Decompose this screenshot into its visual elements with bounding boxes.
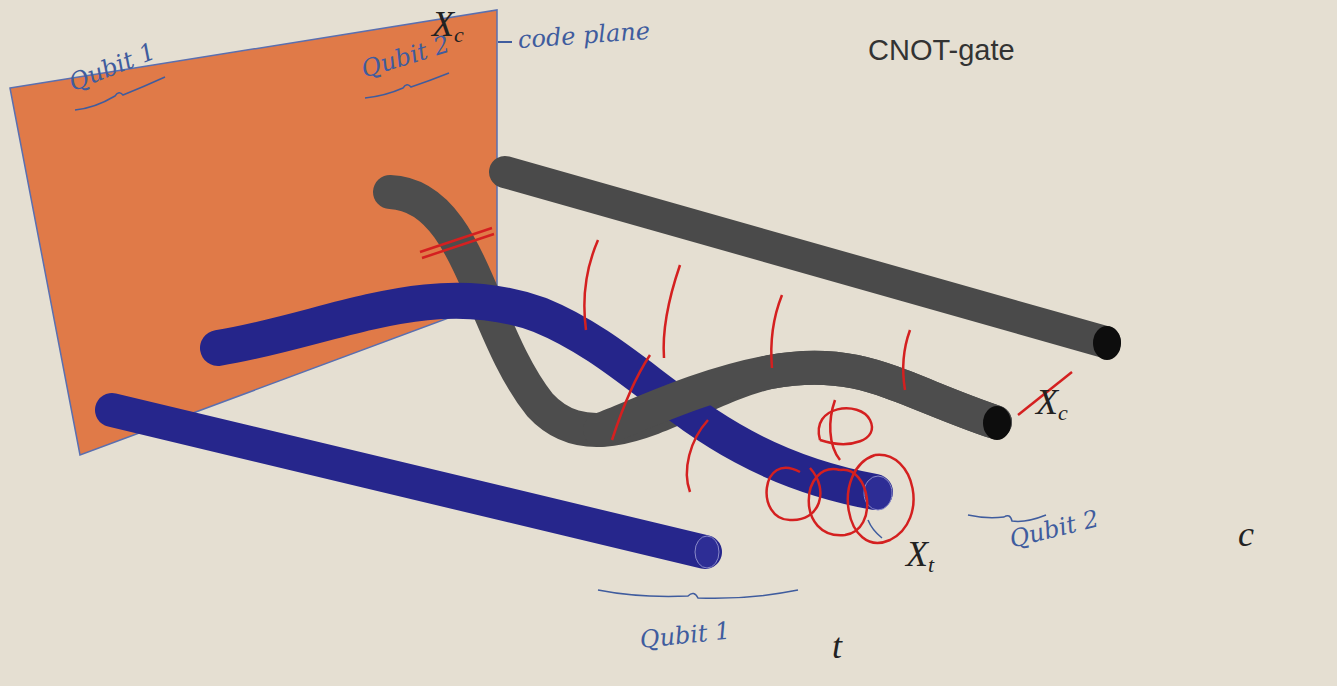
code-plane [10,10,497,455]
tube-end [695,536,719,568]
operator-label: Xc [1036,384,1068,424]
brace [598,590,798,598]
defect-tube [600,368,995,430]
qubit-label: Qubit 2 [1007,506,1101,551]
plane-label: code plane [517,19,650,52]
leader-line [498,41,512,43]
qubit-symbol: t [832,628,842,664]
operator-label: Xc [432,6,464,46]
leader-line [868,520,882,538]
qubit-label: Qubit 1 [639,619,732,652]
qubit-symbol: c [1238,516,1254,552]
defect-tube [505,172,1105,342]
operator-label: Xt [906,536,934,576]
tube-end [1093,326,1121,360]
tube-end [983,406,1011,440]
diagram-title: CNOT-gate [868,34,1015,67]
qubit-label: Qubit 1 [66,39,159,95]
operator-lines [420,228,1072,543]
